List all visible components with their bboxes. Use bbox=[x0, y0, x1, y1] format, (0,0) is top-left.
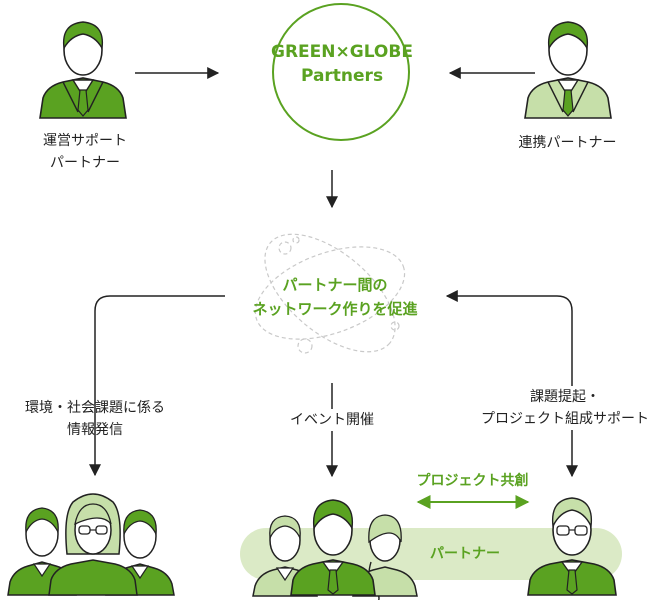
atom-icon bbox=[254, 233, 406, 354]
alliance-person-icon bbox=[524, 21, 612, 119]
project-label: プロジェクト共創 bbox=[416, 473, 529, 489]
left-group-icon bbox=[7, 493, 175, 596]
right-branch-label: 課題提起・ プロジェクト組成サポート bbox=[465, 386, 665, 430]
logo-circle bbox=[272, 3, 410, 141]
middle-group-icon bbox=[252, 499, 418, 600]
middle-branch-label: イベント開催 bbox=[272, 409, 392, 431]
left-branch-label: 環境・社会課題に係る 情報発信 bbox=[5, 397, 185, 441]
right-branch-line1: 課題提起・ bbox=[530, 389, 600, 405]
arrow-right-loop bbox=[445, 290, 578, 478]
operator-person-icon bbox=[39, 21, 127, 119]
arrow-to-left-group bbox=[89, 295, 225, 477]
right-branch-line2: プロジェクト組成サポート bbox=[481, 411, 649, 427]
left-branch-line1: 環境・社会課題に係る bbox=[25, 400, 165, 416]
center-label-line1: パートナー間の bbox=[282, 276, 388, 294]
operator-label: 運営サポート パートナー bbox=[20, 130, 150, 174]
right-person-icon bbox=[527, 497, 617, 596]
center-label-line2: ネットワーク作りを促進 bbox=[252, 300, 418, 318]
logo-line1: GREEN×GLOBE bbox=[271, 42, 413, 62]
logo-text: GREEN×GLOBE Partners bbox=[262, 40, 422, 88]
operator-label-line2: パートナー bbox=[50, 155, 120, 171]
logo-line2: Partners bbox=[300, 66, 384, 86]
operator-label-line1: 運営サポート bbox=[43, 133, 127, 149]
band-label: パートナー bbox=[430, 546, 500, 562]
alliance-label: 連携パートナー bbox=[518, 135, 617, 151]
left-branch-line2: 情報発信 bbox=[67, 422, 123, 438]
center-label: パートナー間の ネットワーク作りを促進 bbox=[225, 273, 445, 321]
